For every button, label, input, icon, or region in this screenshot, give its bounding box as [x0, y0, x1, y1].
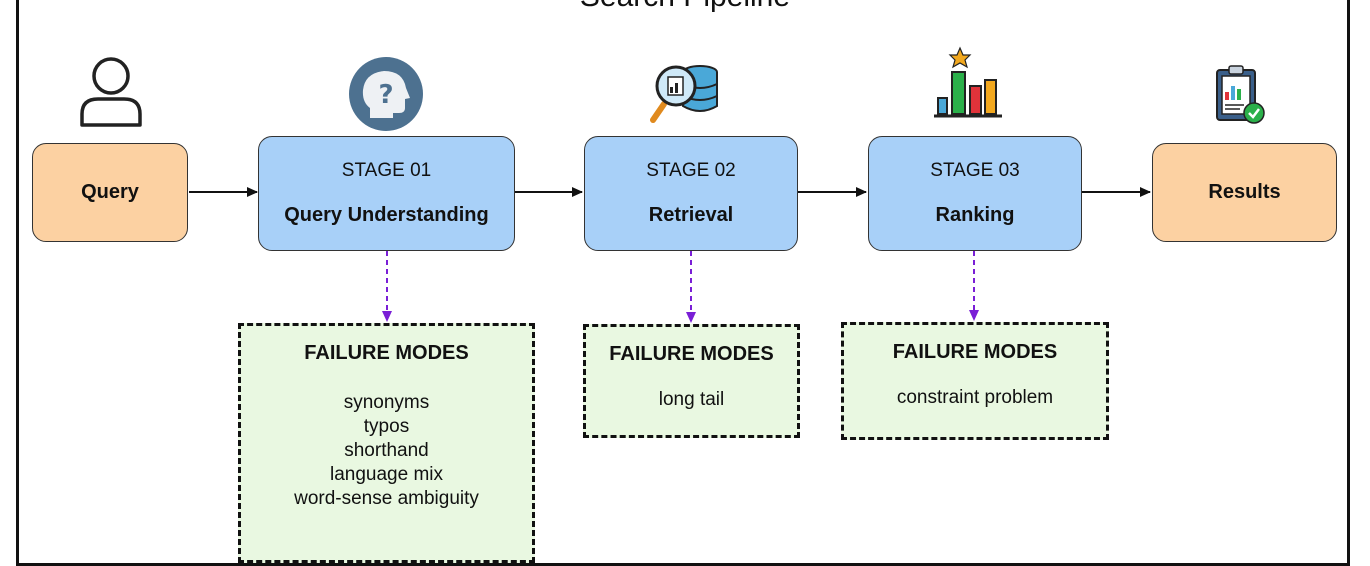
stage-name: Retrieval	[648, 204, 734, 226]
failure-modes-box-stage-03: FAILURE MODES constraint problem	[841, 322, 1109, 440]
failure-modes-box-stage-02: FAILURE MODES long tail	[583, 324, 800, 438]
failure-mode-item: long tail	[658, 389, 725, 410]
results-label: Results	[1208, 181, 1281, 203]
stage-02-box: STAGE 02 Retrieval	[584, 136, 798, 251]
failure-mode-item: constraint problem	[896, 387, 1054, 408]
stage-number: STAGE 03	[930, 160, 1020, 181]
query-box: Query	[32, 143, 188, 242]
user-icon	[80, 57, 142, 127]
stage-name: Ranking	[935, 204, 1015, 226]
stage-03-box: STAGE 03 Ranking	[868, 136, 1082, 251]
failure-modes-title: FAILURE MODES	[892, 341, 1058, 363]
connectors	[189, 187, 1151, 323]
failure-modes-list: long tail	[586, 388, 797, 412]
stage-01-box: STAGE 01 Query Understanding	[258, 136, 515, 251]
failure-modes-list: constraint problem	[844, 386, 1106, 410]
failure-modes-title: FAILURE MODES	[304, 342, 469, 364]
failure-mode-item: word-sense ambiguity	[294, 488, 479, 509]
search-database-icon	[650, 65, 718, 123]
results-box: Results	[1152, 143, 1337, 242]
diagram-title: Search Pipeline	[0, 0, 1370, 14]
failure-mode-item: language mix	[329, 464, 444, 485]
ranking-chart-icon	[934, 46, 1002, 118]
failure-mode-item: typos	[363, 416, 410, 437]
failure-mode-item: synonyms	[343, 392, 430, 413]
failure-mode-item: shorthand	[344, 440, 429, 461]
failure-modes-title: FAILURE MODES	[609, 343, 774, 365]
failure-modes-list: synonyms typos shorthand language mix wo…	[241, 391, 532, 511]
stage-number: STAGE 02	[646, 160, 736, 181]
question-head-icon: ?	[349, 57, 423, 131]
query-label: Query	[81, 181, 139, 203]
stage-name: Query Understanding	[284, 204, 489, 226]
svg-text:?: ?	[378, 80, 393, 110]
clipboard-check-icon	[1216, 65, 1265, 124]
failure-modes-box-stage-01: FAILURE MODES synonyms typos shorthand l…	[238, 323, 535, 563]
stage-number: STAGE 01	[341, 160, 432, 181]
